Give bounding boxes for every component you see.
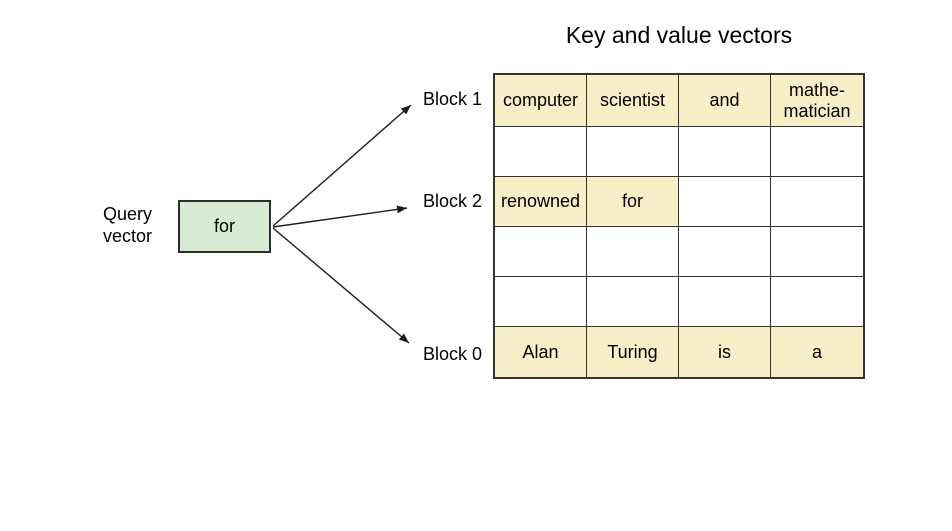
- kv-cell: [587, 277, 679, 327]
- table-title: Key and value vectors: [565, 22, 793, 48]
- kv-cell: is: [679, 327, 771, 377]
- kv-cell: [771, 177, 863, 227]
- kv-cell: [495, 127, 587, 177]
- kv-cell: computer: [495, 75, 587, 127]
- kv-cell: [771, 227, 863, 277]
- kv-cell: [679, 227, 771, 277]
- kv-cell: and: [679, 75, 771, 127]
- kv-cell: [587, 227, 679, 277]
- kv-cell: [679, 277, 771, 327]
- block-0-label: Block 0: [422, 344, 482, 364]
- kv-cell: scientist: [587, 75, 679, 127]
- kv-cell: for: [587, 177, 679, 227]
- kv-cell: Turing: [587, 327, 679, 377]
- query-vector-box: for: [178, 200, 271, 253]
- block-1-label: Block 1: [422, 89, 482, 109]
- kv-cell: [495, 277, 587, 327]
- block-2-label: Block 2: [422, 191, 482, 211]
- query-vector-label: Query vector: [103, 204, 153, 246]
- kv-cell: mathe- matician: [771, 75, 863, 127]
- kv-cell: [587, 127, 679, 177]
- kv-cell: [679, 177, 771, 227]
- kv-cell: [495, 227, 587, 277]
- kv-cell: [771, 127, 863, 177]
- kv-cell: [771, 277, 863, 327]
- key-value-table: computer scientist and mathe- matician r…: [493, 73, 865, 379]
- kv-cell: renowned: [495, 177, 587, 227]
- kv-cell: Alan: [495, 327, 587, 377]
- arrow-to-block-0: [272, 227, 410, 344]
- query-token: for: [213, 216, 235, 236]
- kv-cell: a: [771, 327, 863, 377]
- kv-cell: [679, 127, 771, 177]
